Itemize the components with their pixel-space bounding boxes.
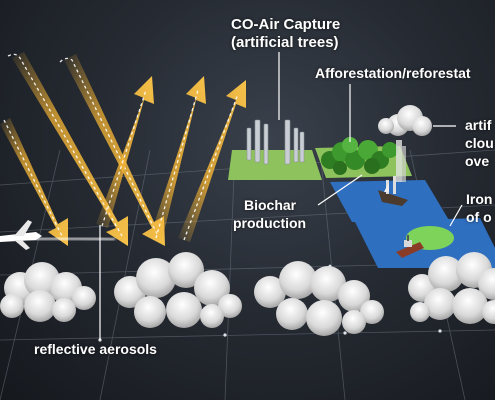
incoming-sunlight-arrows bbox=[0, 52, 165, 246]
aerosol-cloud bbox=[254, 261, 384, 336]
artificial-trees-icon bbox=[246, 119, 305, 165]
airplane-icon bbox=[0, 220, 116, 250]
biochar-line-2: production bbox=[233, 215, 307, 231]
co-air-capture-label: CO-Air Capture (artificial trees) bbox=[231, 16, 340, 52]
reflected-sunlight-arrows bbox=[96, 76, 246, 242]
artificial-clouds-line-1: artif bbox=[465, 117, 492, 133]
incoming-sunlight-arrow bbox=[59, 54, 165, 246]
iron-fertilization-line-2: of o bbox=[466, 209, 492, 225]
artificial-clouds-line-2: clou bbox=[465, 135, 494, 151]
aerosol-cloud bbox=[0, 262, 96, 322]
cloud-seeding-plume bbox=[378, 105, 432, 182]
reflective-aerosols-label: reflective aerosols bbox=[34, 341, 157, 357]
biochar-line-1: Biochar bbox=[244, 197, 297, 213]
aerosol-cloud bbox=[114, 252, 242, 328]
reflected-sunlight-arrow bbox=[150, 76, 206, 240]
iron-fertilization-line-1: Iron bbox=[466, 191, 493, 207]
aerosol-clouds bbox=[0, 252, 495, 336]
incoming-sunlight-arrow bbox=[0, 118, 68, 246]
ship-icon bbox=[378, 176, 408, 206]
forest-icon bbox=[321, 137, 398, 175]
incoming-sunlight-arrow bbox=[7, 52, 128, 246]
leader-lines bbox=[99, 52, 463, 340]
reflected-sunlight-arrow bbox=[178, 80, 246, 242]
co-air-capture-title: CO-Air Capture bbox=[231, 16, 341, 33]
biochar-label: Biochar production bbox=[233, 196, 306, 232]
artificial-clouds-line-3: ove bbox=[465, 153, 490, 169]
boat-icon bbox=[396, 235, 424, 258]
artificial-trees-tile bbox=[228, 150, 322, 180]
aerosol-cloud bbox=[408, 252, 495, 324]
co-air-capture-subtitle: (artificial trees) bbox=[231, 34, 339, 51]
afforestation-label: Afforestation/reforestat bbox=[315, 65, 471, 81]
iron-fertilization-label: Iron of o bbox=[466, 190, 492, 226]
reflected-sunlight-arrow bbox=[96, 76, 154, 228]
artificial-clouds-label: artif clou ove bbox=[465, 116, 494, 170]
